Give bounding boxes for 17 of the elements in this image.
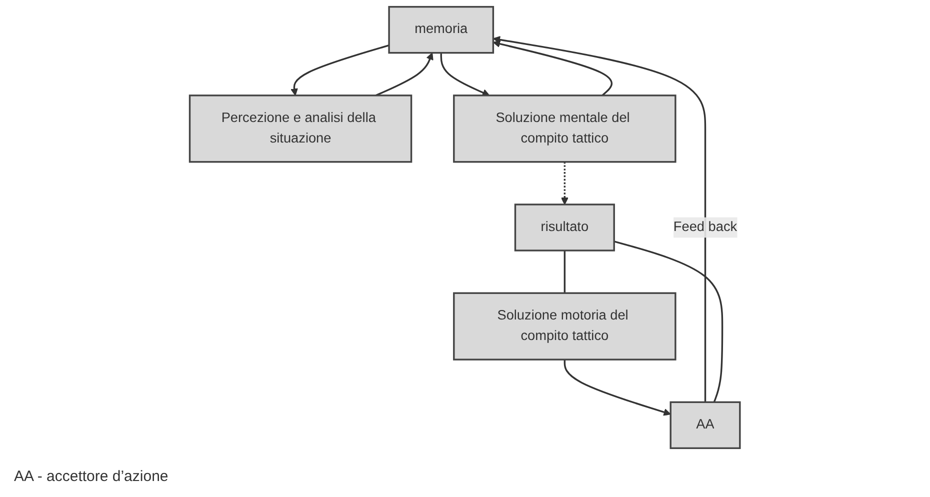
arrow — [440, 52, 490, 96]
node-box: Soluzione mentale del compito tattico — [453, 94, 676, 163]
arrow — [561, 162, 569, 205]
connector — [614, 240, 724, 402]
node-box: risultato — [514, 204, 616, 252]
arrow — [290, 44, 390, 96]
connector — [564, 250, 566, 294]
arrow — [564, 360, 672, 416]
note-text: AA - accettore d’azione — [14, 468, 168, 485]
node-box: AA — [670, 401, 741, 450]
node-box: Soluzione motoria del compito tattico — [453, 292, 676, 360]
arrow — [493, 40, 613, 96]
arrow — [376, 52, 434, 96]
edge-label: Feed back — [674, 220, 738, 234]
node-box: memoria — [388, 6, 494, 54]
arrow — [493, 36, 706, 402]
node-box: Percezione e analisi della situazione — [189, 94, 412, 163]
